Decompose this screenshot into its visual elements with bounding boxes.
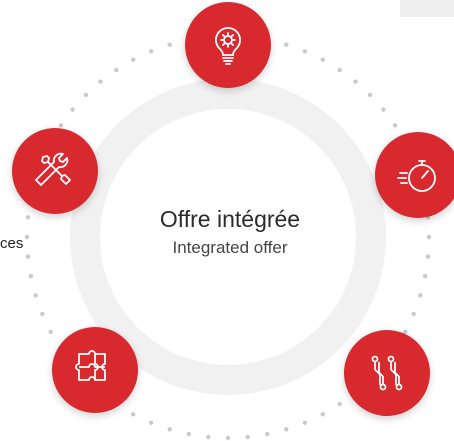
orbit-dot	[422, 274, 428, 279]
orbit-dot	[425, 254, 431, 259]
orbit-dot	[284, 427, 289, 432]
orbit-dot	[114, 67, 119, 73]
orbit-dot	[265, 431, 270, 437]
orbit-dot	[83, 92, 89, 98]
center-title: Offre intégrée	[159, 206, 301, 232]
orbit-dot	[320, 57, 325, 62]
puzzle-icon	[75, 350, 106, 381]
orbit-dot	[148, 49, 154, 54]
stopwatch-icon	[397, 160, 436, 192]
center-subtitle: Integrated offer	[172, 238, 288, 257]
orbit-dot	[131, 57, 136, 62]
orbit-dot	[98, 79, 103, 84]
orbit-dot	[392, 123, 398, 128]
orbit-dot	[167, 427, 172, 432]
technology-node[interactable]	[344, 330, 430, 416]
orbit-dot	[167, 42, 172, 47]
orbit-dot	[25, 254, 31, 259]
orbit-dot	[225, 435, 231, 441]
orbit-dot	[411, 311, 416, 317]
orbit-dot	[418, 293, 423, 298]
ideas-node[interactable]	[185, 2, 271, 88]
orbit-dot	[131, 412, 136, 417]
orbit-dot	[25, 215, 31, 220]
orbit-dot	[426, 234, 432, 240]
circuit-icon	[371, 355, 403, 391]
orbit-dot	[58, 123, 64, 128]
orbit-dot	[284, 42, 289, 47]
orbit-dot	[353, 79, 358, 84]
lightbulb-gear-icon	[215, 27, 241, 65]
orbit-dot	[28, 274, 34, 279]
orbit-dot	[40, 311, 45, 317]
inner-ring	[70, 79, 386, 395]
orbit-dot	[245, 434, 250, 440]
orbit-dot	[70, 107, 75, 112]
orbit-dot	[24, 234, 30, 240]
orbit-dot	[33, 293, 38, 298]
side-label: ces	[0, 235, 24, 252]
orbit-dot	[381, 107, 386, 112]
orbit-dot	[48, 329, 53, 334]
services-node[interactable]	[12, 128, 98, 214]
orbit-dot	[206, 434, 211, 440]
orbit-dot	[302, 49, 308, 54]
orbit-dot	[148, 420, 154, 425]
orbit-dot	[302, 420, 308, 425]
orbit-dot	[337, 67, 342, 73]
speed-node[interactable]	[375, 132, 454, 218]
corner-box	[400, 0, 454, 17]
orbit-dot	[337, 401, 342, 407]
orbit-dot	[320, 412, 325, 417]
orbit-dot	[367, 92, 373, 98]
integration-node[interactable]	[52, 327, 138, 413]
orbit-dot	[186, 431, 191, 437]
tools-icon	[35, 152, 71, 186]
